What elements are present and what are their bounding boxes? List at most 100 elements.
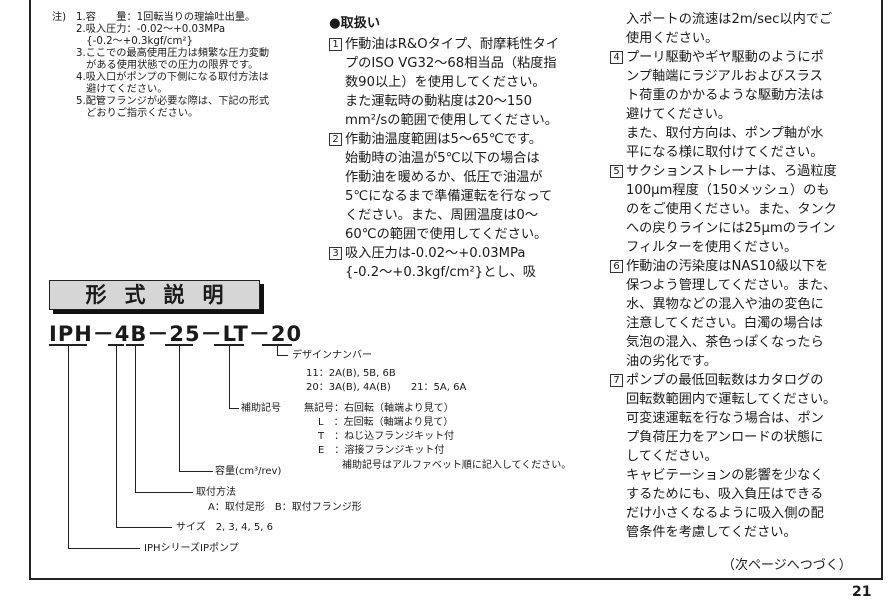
text-line: 可変速運転を行なう場合は、ポン (626, 411, 824, 426)
handling-item-2: 2 作動油温度範囲は5～65℃です。 始動時の油温が5℃以下の場合は 作動油を暖… (329, 130, 585, 244)
mounting-label: 取付方法 (196, 487, 236, 498)
text-line: 数90以上）を使用してください。 (345, 75, 546, 90)
note-line: {-0.2～+0.3kgf/cm²} (76, 36, 193, 47)
text-line: 油の劣化です。 (626, 354, 717, 369)
handling-item-3: 3 吸入圧力は-0.02～+0.03MPa {-0.2～+0.3kgf/cm²}… (329, 244, 585, 282)
leader-capacity-h (179, 471, 213, 472)
leader-mount-v (135, 345, 136, 493)
item-number: 6 (610, 260, 623, 273)
page-frame (29, 0, 883, 580)
item-number: 4 (610, 51, 623, 64)
text-line: 60℃の範囲で使用してください。 (345, 227, 548, 242)
text-line: 5℃になるまで準備運転を行なって (345, 189, 553, 204)
handling-heading: ●取扱い (329, 16, 381, 31)
text-line: ポンプの最低回転数はカタログの (626, 373, 824, 388)
text-line: するためにも、吸入負圧はできる (626, 487, 824, 502)
text-line: だけ小さくなるように吸入側の配 (626, 506, 824, 521)
text-line: 水、異物などの混入や油の変色に (626, 297, 824, 312)
text-line: プーリ駆動やギヤ駆動のようにポ (626, 50, 824, 65)
text-line: ト荷重のかかるような駆動方法は (626, 88, 824, 103)
text-line: のをご使用ください。また、タンク (626, 202, 837, 217)
item-number: 3 (329, 247, 342, 260)
series-label: IPHシリーズIPポンプ (144, 543, 239, 554)
text-line: 回転数範囲内で運転してください。 (626, 392, 837, 407)
handling-item-6: 6 作動油の汚染度はNAS10級以下を 保つよう管理してください。また、 水、異… (610, 257, 862, 371)
handling-item-5: 5 サクションストレーナは、ろ過粒度 100μm程度（150メッシュ）のも のを… (610, 162, 862, 257)
text-line: mm²/sの範囲で使用してください。 (345, 113, 558, 128)
handling-item-4: 4 プーリ駆動やギヤ駆動のようにポ ンプ軸端にラジアルおよびスラス ト荷重のかか… (610, 48, 862, 162)
design-number-label: デザインナンバー (292, 350, 372, 361)
capacity-label: 容量(cm³/rev) (215, 466, 282, 477)
text-line: への戻りラインには25μmのライン (626, 221, 836, 236)
notes-block: 注) 1.容 量：1回転当りの理論吐出量。 2.吸入圧力：-0.02～+0.03… (52, 12, 324, 120)
text-line: 作動油を暖めるか、低圧で油温が (345, 170, 543, 185)
design-number-line1: 11：2A(B), 5B, 6B (306, 368, 396, 379)
text-line: プ負荷圧力をアンロードの状態に (626, 430, 824, 445)
text-line: 100μm程度（150メッシュ）のも (626, 183, 830, 198)
note-line: 避けてください。 (76, 84, 168, 95)
leader-series-h (68, 548, 140, 549)
note-line: 5.配管フランジが必要な際は、下記の形式 (76, 96, 270, 107)
text-line: ンプ軸端にラジアルおよびスラス (626, 69, 823, 84)
handling-item-3-cont: 入ポートの流速は2m/sec以内でご 使用ください。 (610, 10, 862, 48)
aux-line: E ：溶接フランジキット付 (318, 445, 445, 456)
text-line: 避けてください。 (626, 107, 732, 122)
text-line: フィルターを使用ください。 (626, 240, 798, 255)
text-line: また運転時の動粘度は20～150 (345, 94, 533, 109)
leader-capacity-v (179, 345, 180, 472)
handling-column-continued: 入ポートの流速は2m/sec以内でご 使用ください。 4 プーリ駆動やギヤ駆動の… (610, 10, 862, 542)
design-number-line2: 20：3A(B), 4A(B) 21：5A, 6A (306, 382, 467, 393)
text-line: 管条件を考慮してください。 (626, 525, 797, 540)
text-line: 入ポートの流速は2m/sec以内でご (626, 12, 833, 27)
continued-note: （次ページへつづく） (722, 558, 852, 573)
text-line: 作動油の汚染度はNAS10級以下を (626, 259, 829, 274)
note-line: どおりご指示ください。 (76, 108, 199, 119)
aux-note: 補助記号はアルファベット順に記入してください。 (342, 460, 572, 471)
handling-item-7: 7 ポンプの最低回転数はカタログの 回転数範囲内で運転してください。 可変速運転… (610, 371, 862, 542)
model-code: IPH－4B－25－LT－20 (49, 322, 303, 346)
size-label: サイズ 2, 3, 4, 5, 6 (176, 522, 273, 533)
aux-line: 無記号：右回転（軸端より見て） (304, 403, 454, 414)
leader-design-v (277, 345, 278, 356)
handling-item-1-extra: また運転時の動粘度は20～150 mm²/sの範囲で使用してください。 (329, 92, 585, 130)
leader-mount-h (135, 492, 193, 493)
model-section-title-box: 形式説明 (49, 280, 260, 310)
aux-label: 補助記号 (241, 403, 281, 414)
text-line: ください。また、周囲温度は0～ (345, 208, 539, 223)
text-line: 始動時の油温が5℃以下の場合は (345, 151, 540, 166)
item-number: 1 (329, 38, 342, 51)
text-line: 作動油はR&Oタイプ、耐摩耗性タイ (345, 37, 560, 52)
leader-design-h (277, 355, 288, 356)
text-line: 作動油温度範囲は5～65℃です。 (345, 132, 542, 147)
text-line: 平になる様に取付けてください。 (626, 145, 824, 160)
notes-label: 注) (52, 12, 67, 23)
note-line: 2.吸入圧力：-0.02～+0.03MPa (76, 24, 226, 35)
handling-item-1: 1 作動油はR&Oタイプ、耐摩耗性タイ プのISO VG32～68相当品（粘度指… (329, 35, 585, 92)
aux-line: T ：ねじ込フランジキット付 (318, 431, 455, 442)
handling-column: ●取扱い 1 作動油はR&Oタイプ、耐摩耗性タイ プのISO VG32～68相当… (329, 14, 585, 282)
text-line: {-0.2～+0.3kgf/cm²}とし、吸 (345, 265, 536, 280)
text-line: 気泡の混入、茶色っぽくなったら (626, 335, 824, 350)
text-line: 注意してください。白濁の場合は (626, 316, 824, 331)
leader-aux-h (229, 408, 239, 409)
mounting-detail: A：取付足形 B：取付フランジ形 (208, 502, 362, 513)
text-line: してください。 (626, 449, 718, 464)
note-line: 1.容 量：1回転当りの理論吐出量。 (76, 12, 256, 23)
text-line: キャビテーションの影響を少なく (626, 468, 824, 483)
model-section-title: 形式説明 (85, 283, 242, 307)
note-line: 4.吸入口がポンプの下側になる取付方法は (76, 72, 269, 83)
item-number: 2 (329, 133, 342, 146)
item-number: 5 (610, 165, 623, 178)
aux-line: L ：左回転（軸端より見て） (318, 417, 454, 428)
note-line: 3.ここでの最高使用圧力は頻繁な圧力変動 (76, 48, 270, 59)
text-line: また、取付方向は、ポンプ軸が水 (626, 126, 824, 141)
text-line: 使用ください。 (626, 31, 719, 46)
text-line: プのISO VG32～68相当品（粘度指 (345, 56, 557, 71)
text-line: 吸入圧力は-0.02～+0.03MPa (345, 246, 526, 261)
leader-series-v (68, 345, 69, 549)
note-line: がある使用状態での圧力の限界です。 (76, 60, 259, 71)
leader-aux-v (229, 345, 230, 409)
page-number: 21 (852, 584, 872, 600)
leader-size-h (116, 527, 172, 528)
text-line: 保つよう管理してください。また、 (626, 278, 837, 293)
